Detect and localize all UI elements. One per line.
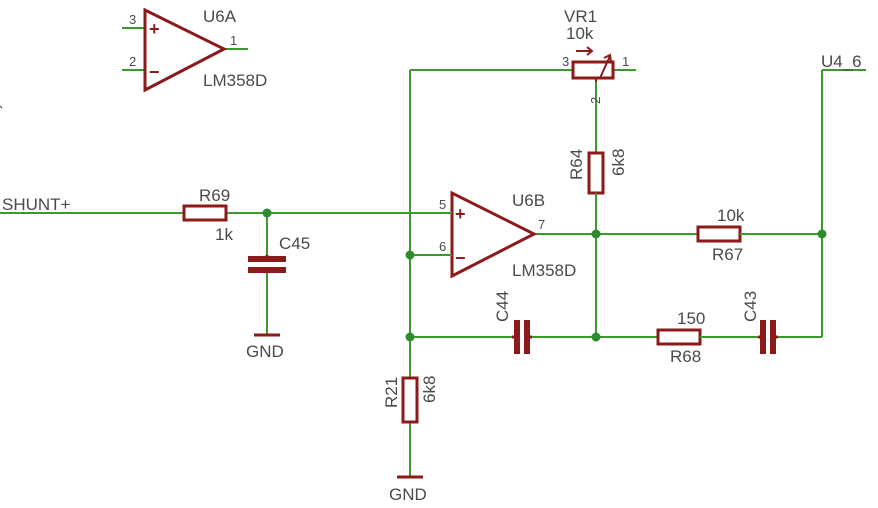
resistor-body-icon	[587, 151, 605, 195]
pin-label: 7	[538, 217, 545, 232]
pin-label: 5	[439, 197, 446, 212]
component-ref: C45	[279, 234, 310, 253]
junction-dot	[262, 208, 272, 218]
component-ref: U6B	[512, 191, 545, 210]
pin-label: 3	[129, 12, 136, 27]
pin-label: 1	[622, 54, 629, 69]
junction-dot	[817, 229, 827, 239]
net-label-shunt: SHUNT+	[2, 195, 71, 214]
pin-label: 6	[439, 239, 446, 254]
ground-symbol-r21: GND	[389, 475, 427, 504]
resistor-body-icon	[696, 225, 742, 243]
component-value: LM358D	[512, 261, 576, 280]
minus-sign: −	[455, 248, 466, 268]
component-ref: R21	[382, 377, 401, 408]
plus-sign: +	[455, 204, 466, 224]
component-ref: C43	[741, 291, 760, 322]
pin-label: 3	[562, 54, 569, 69]
junction-dot	[591, 229, 601, 239]
minus-sign: −	[149, 62, 160, 82]
junctions	[262, 208, 827, 342]
opamp-u6b: + − 5 6 7 U6B LM358D	[432, 190, 576, 280]
edge-mark	[0, 105, 3, 109]
capacitor-c43: C43	[741, 291, 778, 354]
net-label-output: U4_6	[821, 52, 862, 71]
capacitor-c44: C44	[493, 291, 532, 354]
component-ref: C44	[493, 291, 512, 322]
component-ref: U6A	[203, 7, 237, 26]
potentiometer-body-icon	[571, 60, 615, 80]
ground-symbol-c45: GND	[246, 333, 284, 361]
component-value: 10k	[717, 206, 745, 225]
resistor-body-icon	[401, 376, 419, 424]
resistor-r69: R69 1k	[170, 186, 240, 244]
pin-label: 2	[129, 54, 136, 69]
component-ref: R67	[712, 245, 743, 264]
component-ref: R64	[567, 149, 586, 180]
component-value: 6k8	[609, 149, 628, 176]
resistor-r68: 150 R68	[656, 309, 716, 366]
capacitor-c45: C45	[248, 234, 310, 273]
pin-label: 2	[588, 97, 603, 104]
component-value: 150	[677, 309, 705, 328]
wiper-indicator-head-icon	[586, 46, 594, 56]
component-value: LM358D	[203, 71, 267, 90]
pin-label: 1	[230, 33, 237, 48]
potentiometer-vr1: 3 1 2 VR1 10k	[562, 7, 636, 104]
plus-sign: +	[149, 19, 160, 39]
junction-dot	[405, 332, 415, 342]
component-value: 6k8	[420, 376, 439, 403]
opamp-triangle-icon	[143, 7, 228, 93]
net-label: GND	[246, 342, 284, 361]
junction-dot	[591, 332, 601, 342]
component-ref: R68	[670, 347, 701, 366]
component-ref: VR1	[564, 7, 597, 26]
wiper-arrow-icon	[599, 55, 611, 79]
resistor-body-icon	[656, 328, 702, 346]
resistor-r64: R64 6k8	[567, 149, 628, 196]
resistor-r21: R21 6k8	[382, 376, 439, 424]
wires	[0, 27, 866, 477]
wiper-arrowhead-icon	[603, 53, 612, 63]
opamp-u6a: + − 3 2 1 U6A LM358D	[129, 7, 267, 93]
component-value: 1k	[215, 225, 233, 244]
junction-dot	[405, 250, 415, 260]
component-value: 10k	[566, 24, 594, 43]
net-label: GND	[389, 485, 427, 504]
component-ref: R69	[199, 186, 230, 205]
opamp-triangle-icon	[450, 190, 538, 279]
resistor-r67: 10k R67	[695, 206, 756, 264]
resistor-body-icon	[182, 204, 228, 222]
